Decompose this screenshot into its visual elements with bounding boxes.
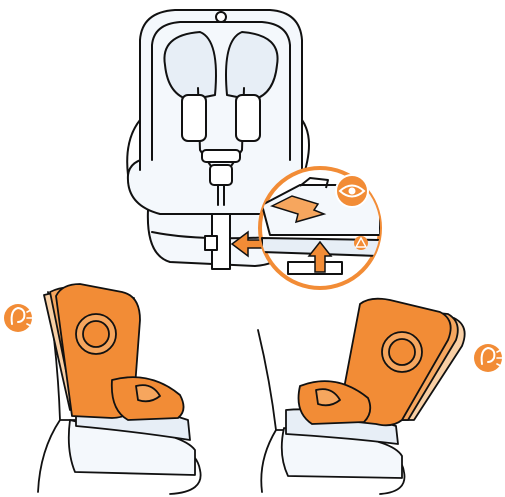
zoom-latch xyxy=(299,177,329,189)
insert-arrow-icon xyxy=(230,230,263,258)
adjuster-button xyxy=(204,235,218,251)
headrest-wing-left xyxy=(163,31,217,101)
car-seat-upright-view xyxy=(37,283,202,495)
headrest-wing-right xyxy=(225,31,279,101)
crotch-strap xyxy=(217,184,225,206)
hearing-click-icon xyxy=(4,304,33,332)
shoulder-pad-right xyxy=(235,94,261,142)
headrest-dial-left-inner xyxy=(82,320,110,348)
car-seat-front-view xyxy=(126,9,310,270)
headrest-dial-right-inner xyxy=(388,338,416,366)
chest-clip xyxy=(201,149,241,163)
zoom-detail xyxy=(258,166,382,290)
push-up-arrow-icon xyxy=(307,240,333,273)
headrest-loop xyxy=(215,11,227,23)
car-seat-reclined-view xyxy=(257,297,466,495)
buckle-left xyxy=(135,384,161,403)
side-wing-left xyxy=(126,119,141,176)
eye-icon xyxy=(335,174,369,208)
hearing-click-icon xyxy=(474,344,503,372)
buckle-right xyxy=(315,388,341,407)
pull-arrow-icon xyxy=(269,195,327,224)
shoulder-pad-left xyxy=(181,94,207,142)
warning-triangle-icon xyxy=(354,236,368,250)
buckle xyxy=(209,164,233,186)
seat-backrest xyxy=(139,9,303,171)
